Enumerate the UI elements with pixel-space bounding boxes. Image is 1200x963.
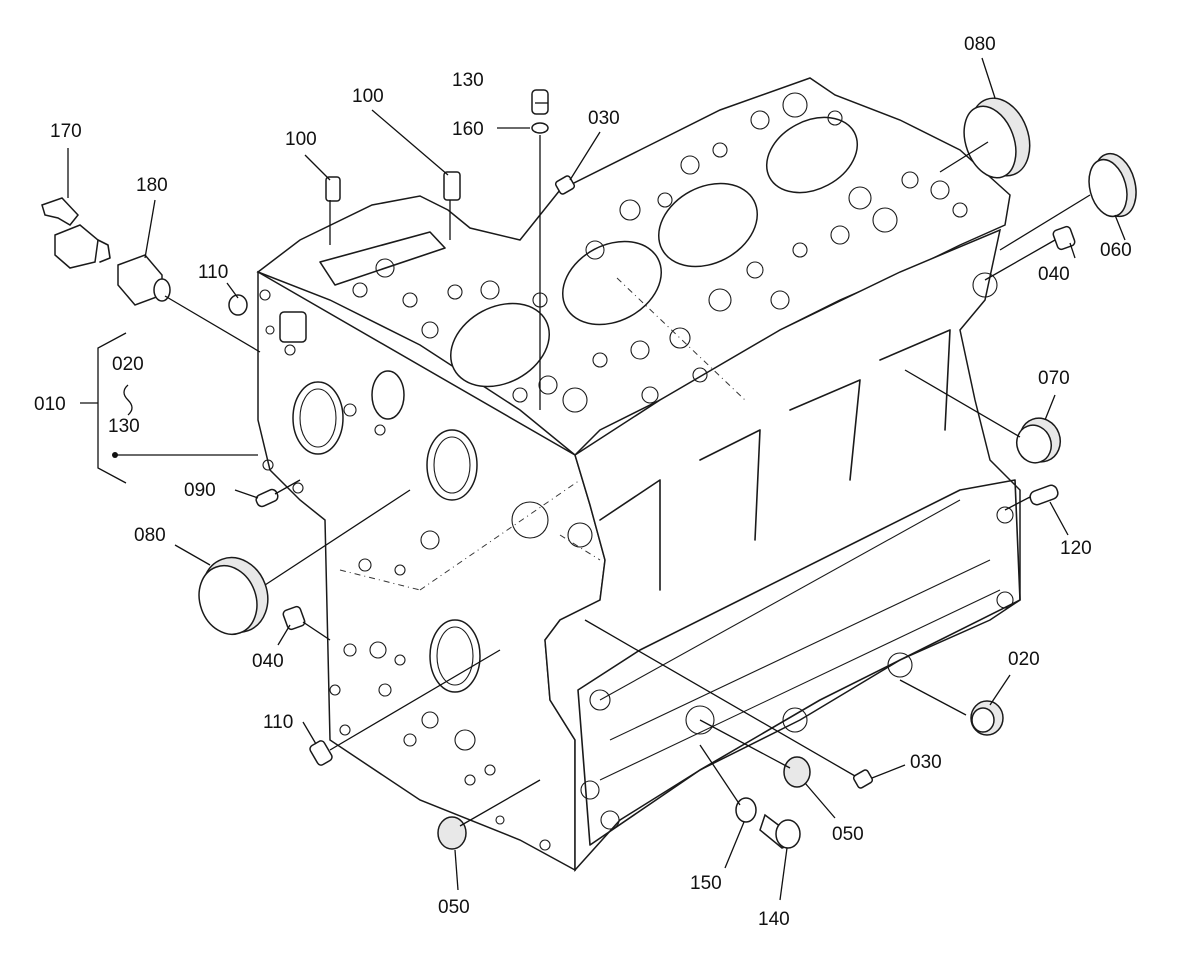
callout-020a: 020: [112, 354, 144, 375]
bore-4: [765, 116, 859, 194]
pin-120: [1029, 484, 1059, 506]
plug-030a: [554, 175, 576, 195]
oil-seal-080a: [963, 97, 1031, 179]
callout-160: 160: [452, 119, 484, 140]
callout-110b: 110: [263, 712, 293, 733]
callout-050a: 050: [438, 897, 470, 918]
washer-160: [531, 122, 549, 134]
bore-2: [561, 240, 663, 326]
bolt-140: [759, 813, 801, 849]
callout-030b: 030: [910, 752, 942, 773]
oil-seal-080b: [198, 556, 269, 636]
bore-3: [657, 182, 759, 268]
callout-140: 140: [758, 909, 790, 930]
oil-seal-070: [1016, 417, 1061, 464]
block-oilpan-rail: [577, 479, 1021, 846]
plug-110b: [309, 740, 333, 766]
callout-090: 090: [184, 480, 216, 501]
callout-130b: 130: [108, 416, 140, 437]
plug-040a: [1052, 225, 1076, 251]
callout-100a: 100: [285, 129, 317, 150]
callout-100b: 100: [352, 86, 384, 107]
callout-030a: 030: [588, 108, 620, 129]
bore-1: [449, 302, 551, 388]
callout-080a: 080: [964, 34, 996, 55]
callout-150: 150: [690, 873, 722, 894]
dowel-100a: [325, 176, 341, 202]
callout-070: 070: [1038, 368, 1070, 389]
plug-020b: [970, 700, 1004, 736]
dowel-100b: [443, 171, 461, 201]
callout-110a: 110: [198, 262, 228, 283]
adapter-180: [117, 254, 171, 306]
callout-120: 120: [1060, 538, 1092, 559]
callout-040b: 040: [252, 651, 284, 672]
cylinder-bores: [449, 116, 859, 388]
callout-060: 060: [1100, 240, 1132, 261]
callout-labels: 170 180 100 100 130 160 030 080 060 040 …: [34, 34, 1132, 930]
plug-130a: [531, 89, 549, 115]
callout-040a: 040: [1038, 264, 1070, 285]
callout-010: 010: [34, 394, 66, 415]
callout-180: 180: [136, 175, 168, 196]
pin-090: [255, 488, 279, 508]
callout-020b: 020: [1008, 649, 1040, 670]
leader-lines: [67, 57, 1126, 901]
drain-cock-170: [41, 197, 111, 269]
washer-150: [735, 797, 757, 823]
callout-170: 170: [50, 121, 82, 142]
plug-050a: [437, 816, 467, 850]
alignment-lines: [164, 135, 1091, 827]
callout-050b: 050: [832, 824, 864, 845]
deck-pad: [319, 231, 446, 286]
plug-030b: [852, 769, 874, 789]
callout-130a: 130: [452, 70, 484, 91]
cylinder-block: [256, 77, 1021, 872]
front-face-openings: [259, 289, 551, 851]
plug-050b: [783, 756, 811, 788]
plug-110a: [228, 294, 248, 316]
parts: [41, 89, 1137, 850]
crankcase-ribs: [511, 272, 1014, 830]
plug-040b: [282, 605, 306, 631]
callout-080b: 080: [134, 525, 166, 546]
cap-060: [1088, 152, 1137, 218]
